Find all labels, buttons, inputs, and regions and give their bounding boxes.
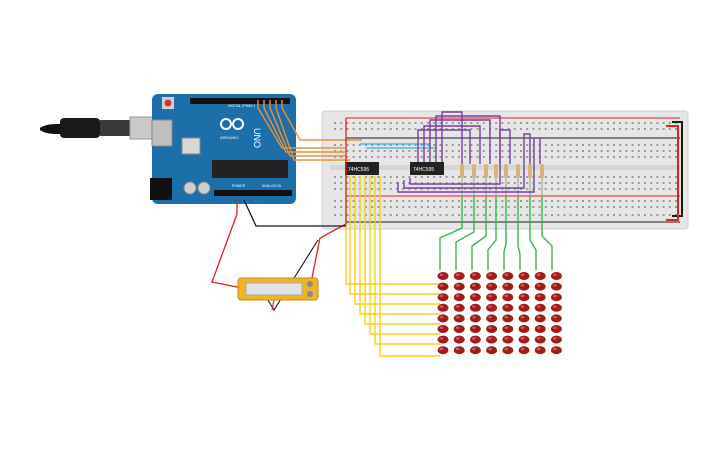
analog-label: ANALOG IN — [262, 184, 282, 188]
resistors — [460, 164, 544, 196]
led — [486, 303, 498, 312]
led — [550, 282, 562, 291]
led — [453, 272, 465, 280]
led — [437, 325, 449, 333]
led — [550, 325, 562, 333]
power-label: POWER — [232, 184, 246, 188]
wires — [211, 100, 553, 357]
shift-register-1[interactable]: 74HC595 — [345, 162, 379, 175]
led — [437, 346, 449, 355]
resistor[interactable] — [516, 164, 520, 178]
led — [437, 272, 449, 280]
led — [486, 272, 498, 280]
resistor[interactable] — [460, 164, 464, 178]
led — [437, 282, 449, 291]
led — [469, 314, 481, 323]
analog-power-header — [214, 190, 292, 196]
led — [534, 282, 546, 291]
led — [550, 335, 562, 344]
led — [550, 314, 562, 323]
led — [469, 325, 481, 333]
led — [486, 335, 498, 344]
led — [437, 314, 449, 323]
led — [534, 325, 546, 333]
usb-cable-icon[interactable] — [40, 116, 155, 140]
led — [453, 335, 465, 344]
led — [550, 293, 562, 302]
led — [518, 314, 530, 323]
led — [550, 346, 562, 355]
led — [453, 282, 465, 291]
digital-label: DIGITAL (PWM~) — [228, 104, 255, 108]
resistor[interactable] — [504, 164, 508, 178]
brand-label: ARDUINO — [220, 135, 238, 140]
breadboard-holes — [334, 122, 677, 216]
crystal — [181, 137, 201, 155]
led — [486, 325, 498, 333]
led — [486, 346, 498, 355]
resistor[interactable] — [494, 164, 498, 178]
model-label: UNO — [252, 128, 262, 148]
led — [534, 314, 546, 323]
led — [502, 303, 514, 312]
led — [502, 325, 514, 333]
resistor[interactable] — [528, 164, 532, 178]
led-matrix[interactable] — [437, 272, 562, 355]
led — [534, 303, 546, 312]
led — [453, 325, 465, 333]
led — [437, 293, 449, 302]
digital-header — [190, 98, 290, 104]
led — [469, 335, 481, 344]
resistor[interactable] — [472, 164, 476, 178]
resistor[interactable] — [484, 164, 488, 178]
led — [437, 303, 449, 312]
led — [486, 282, 498, 291]
led — [518, 325, 530, 333]
led — [486, 314, 498, 323]
led — [453, 303, 465, 312]
led — [518, 282, 530, 291]
potentiometer[interactable] — [237, 277, 319, 301]
led — [469, 272, 481, 280]
led — [469, 282, 481, 291]
led — [453, 346, 465, 355]
led — [502, 282, 514, 291]
resistor[interactable] — [540, 164, 544, 178]
led — [518, 272, 530, 280]
led — [469, 303, 481, 312]
power-jack — [150, 178, 172, 200]
led — [518, 303, 530, 312]
led — [502, 346, 514, 355]
usb-port — [151, 119, 173, 147]
led — [486, 293, 498, 302]
led — [550, 303, 562, 312]
shift-register-2[interactable]: 74HC595 — [410, 162, 444, 175]
led — [534, 293, 546, 302]
led — [534, 272, 546, 280]
ic-label: 74HC595 — [413, 167, 434, 173]
led — [534, 346, 546, 355]
atmega-chip — [212, 160, 288, 178]
led — [502, 335, 514, 344]
led — [518, 335, 530, 344]
led — [453, 293, 465, 302]
led — [453, 314, 465, 323]
led — [469, 346, 481, 355]
led — [502, 293, 514, 302]
led — [469, 293, 481, 302]
led — [534, 335, 546, 344]
led — [437, 335, 449, 344]
arduino-uno-board[interactable]: UNO ARDUINO DIGITAL (PWM~) POWER ANALOG … — [150, 94, 296, 204]
led — [502, 272, 514, 280]
led — [502, 314, 514, 323]
led — [518, 346, 530, 355]
led — [518, 293, 530, 302]
ic-label: 74HC595 — [348, 167, 369, 173]
led — [550, 272, 562, 280]
